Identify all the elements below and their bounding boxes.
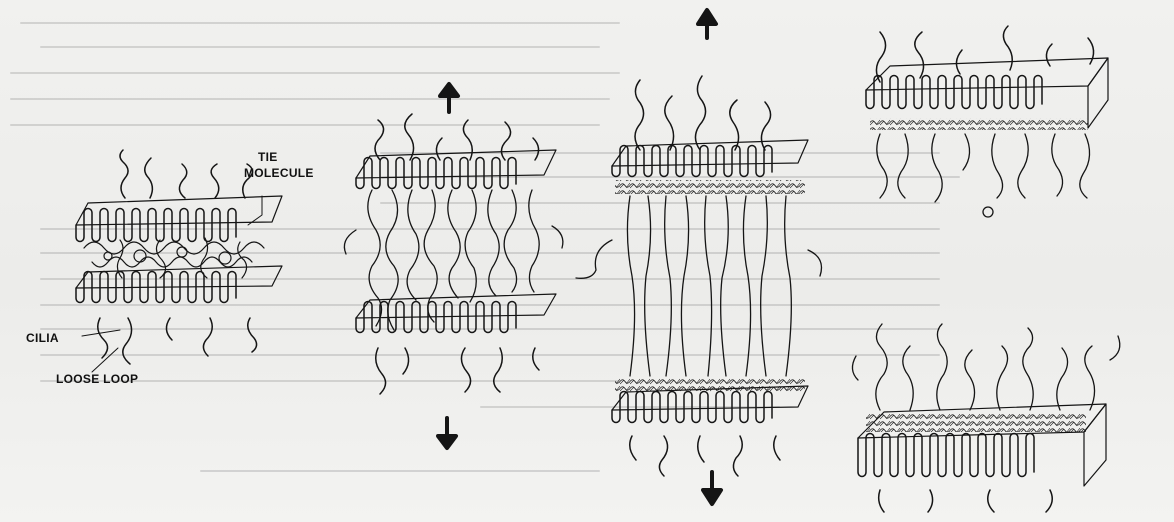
loose-loop-label: LOOSE LOOP — [56, 372, 138, 386]
tie-molecule-leader — [248, 196, 262, 225]
lamella-top-edge — [612, 140, 808, 166]
tie-label: TIE — [258, 150, 278, 164]
broken-chains-upper — [877, 134, 1090, 217]
crystal-mesh-bottom — [615, 378, 805, 392]
amorphous-region — [84, 238, 264, 278]
cilia-top — [120, 150, 253, 198]
cilia-bottom — [630, 436, 780, 476]
crystal-mesh-top — [615, 180, 805, 194]
lamella-top-folds — [356, 158, 516, 189]
stage-3-extended — [576, 10, 822, 504]
loose-loop-leader — [92, 348, 118, 372]
lamella-bottom-folds — [76, 272, 236, 303]
upper-block-side — [1088, 58, 1108, 128]
tie-molecules-stretched — [344, 190, 563, 330]
tie-molecules-taut — [576, 196, 822, 376]
upper-block-top — [866, 58, 1108, 90]
arrow-down — [438, 418, 456, 448]
lower-block-side — [1084, 404, 1106, 486]
lamella-top-edge — [356, 150, 556, 178]
arrow-down — [703, 472, 721, 504]
stage-4-fractured — [852, 26, 1119, 512]
arrow-up — [698, 10, 716, 38]
cilia-top — [876, 26, 1093, 82]
stage-2-stretched — [344, 84, 563, 448]
lamella-top-folds — [76, 209, 236, 242]
cilia-label: CILIA — [26, 331, 59, 345]
cilia-bottom — [879, 490, 1053, 512]
lamella-bottom-edge — [356, 294, 556, 318]
arrow-up — [440, 84, 458, 112]
upper-block-mesh — [870, 118, 1088, 130]
cilia-bottom — [376, 348, 539, 394]
lower-block-mesh — [866, 414, 1086, 432]
lamella-top-folds — [612, 146, 772, 177]
cilia-top — [635, 76, 771, 150]
lamella-bottom-folds — [612, 392, 772, 423]
cilia-bottom — [98, 318, 257, 364]
lamella-bottom-edge — [76, 266, 282, 288]
lower-block-folds — [858, 434, 1034, 477]
broken-chains-lower — [852, 324, 1119, 410]
molecule-label: MOLECULE — [244, 166, 314, 180]
upper-block-folds — [866, 76, 1042, 109]
stage-1-undeformed — [76, 150, 282, 372]
lamella-bottom-folds — [356, 302, 516, 333]
